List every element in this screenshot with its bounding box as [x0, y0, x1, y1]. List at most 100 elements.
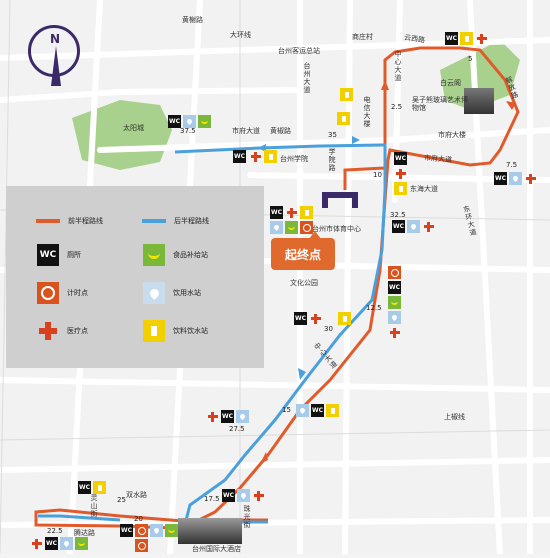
orange-line-swatch	[36, 219, 60, 223]
wc-icon: WC	[120, 524, 133, 537]
medical-cross-icon	[524, 172, 537, 185]
legend-label: 前半程路线	[68, 217, 103, 225]
water-drop-icon	[509, 172, 522, 185]
water-drop-icon	[150, 524, 163, 537]
blue-line-swatch	[142, 219, 166, 223]
legend-label: 计时点	[67, 289, 88, 297]
hotel-photo	[178, 518, 242, 544]
sports-center-building	[322, 192, 358, 208]
water-drop-icon	[388, 311, 401, 324]
place-label: 东海大道	[410, 185, 438, 193]
start-finish-callout: 起终点	[271, 231, 335, 270]
medical-cross-icon	[37, 320, 59, 342]
compass-needle-icon	[51, 46, 61, 86]
place-label: 双水路	[126, 491, 147, 499]
water-drop-icon	[270, 221, 283, 234]
medical-cross-icon	[30, 537, 43, 550]
baiyun-park	[440, 40, 520, 110]
wc-icon: WC	[45, 537, 58, 550]
cup-icon	[300, 206, 313, 219]
km-marker: 22.5	[47, 527, 63, 535]
wc-icon: WC	[494, 172, 507, 185]
place-label: 市府大楼	[438, 131, 466, 139]
place-label: 台州客运总站	[278, 47, 320, 55]
cup-icon	[460, 32, 473, 45]
medical-cross-icon	[252, 489, 265, 502]
cup-icon	[394, 182, 407, 195]
taiyang-park	[72, 100, 172, 170]
legend-item-medical: 医疗点	[37, 320, 88, 342]
legend-label: 医疗点	[67, 327, 88, 335]
wc-icon: WC	[294, 312, 307, 325]
medical-cross-icon	[388, 326, 401, 339]
medical-cross-icon	[249, 150, 262, 163]
place-label: 学院路	[328, 148, 336, 172]
place-label: 文化公园	[290, 279, 318, 287]
wc-icon: WC	[394, 152, 407, 165]
medical-cross-icon	[394, 167, 407, 180]
place-label: 商庄村	[352, 33, 373, 41]
museum-photo	[464, 88, 494, 114]
km-marker: 10	[373, 171, 382, 179]
place-label: 市府大道	[232, 127, 260, 135]
km-marker: 30	[324, 325, 333, 333]
wc-icon: WC	[78, 481, 91, 494]
km-marker: 37.5	[180, 127, 196, 135]
legend-label: 后半程路线	[174, 217, 209, 225]
medical-cross-icon	[422, 220, 435, 233]
wc-icon: WC	[168, 115, 181, 128]
wc-icon: WC	[37, 244, 59, 266]
cup-icon	[326, 404, 339, 417]
place-label: 台州市体育中心	[312, 225, 361, 233]
legend-item-water: 饮用水站	[143, 282, 201, 304]
wc-icon: WC	[270, 206, 283, 219]
medical-cross-icon	[309, 312, 322, 325]
place-label: 台州学院	[280, 155, 308, 163]
place-label: 电信大楼	[363, 96, 371, 128]
legend-label: 饮用水站	[173, 289, 201, 297]
place-label: 台州国际大酒店	[192, 545, 241, 553]
wc-icon: WC	[311, 404, 324, 417]
cup-icon	[143, 320, 165, 342]
water-drop-icon	[237, 489, 250, 502]
banana-icon	[388, 296, 401, 309]
water-drop-icon	[407, 220, 420, 233]
km-marker: 7.5	[506, 161, 518, 169]
compass-north-label: N	[50, 32, 61, 46]
clock-icon	[135, 539, 148, 552]
km-marker: 15	[282, 406, 291, 414]
place-label: 白云阁	[440, 79, 461, 87]
clock-icon	[37, 282, 59, 304]
place-label: 大环线	[230, 31, 251, 39]
legend: 前半程路线 后半程路线 WC 厕所 食品补给站 计时点 饮用水站 医疗点 饮料饮…	[6, 186, 264, 368]
water-drop-icon	[296, 404, 309, 417]
legend-item-first-half: 前半程路线	[36, 216, 103, 226]
second-half-route	[174, 143, 387, 526]
cup-icon	[93, 481, 106, 494]
place-label: 珠光街	[243, 505, 251, 529]
wc-icon: WC	[233, 150, 246, 163]
cup-icon	[338, 312, 351, 325]
place-label: 黄椒路	[270, 127, 291, 135]
place-label: 太阳城	[123, 124, 144, 132]
legend-label: 食品补给站	[173, 251, 208, 259]
legend-item-drink: 饮料饮水站	[143, 320, 208, 342]
km-marker: 20	[134, 515, 143, 523]
water-drop-icon	[143, 282, 165, 304]
km-marker: 35	[328, 131, 337, 139]
legend-item-timer: 计时点	[37, 282, 88, 304]
banana-icon	[143, 244, 165, 266]
km-marker: 32.5	[390, 211, 406, 219]
medical-cross-icon	[475, 32, 488, 45]
water-drop-icon	[183, 115, 196, 128]
clock-icon	[388, 266, 401, 279]
banana-icon	[75, 537, 88, 550]
km-marker: 2.5	[391, 103, 403, 111]
km-marker: 5	[468, 55, 473, 63]
wc-icon: WC	[392, 220, 405, 233]
legend-item-toilet: WC 厕所	[37, 244, 81, 266]
legend-label: 饮料饮水站	[173, 327, 208, 335]
cup-icon	[340, 88, 353, 101]
